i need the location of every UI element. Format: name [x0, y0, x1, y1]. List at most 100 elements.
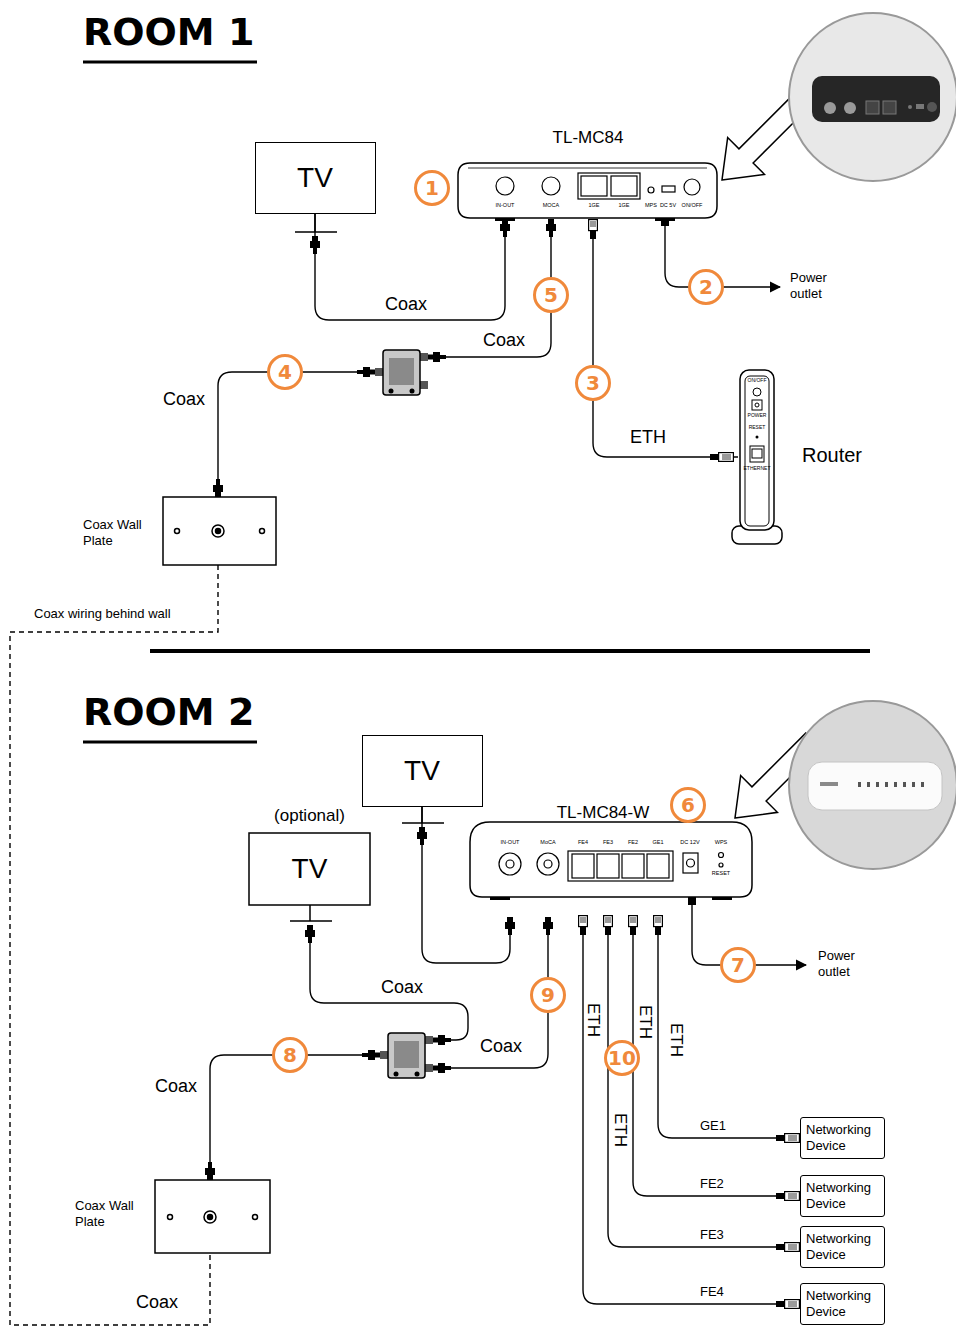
product-photo: [858, 782, 861, 787]
cable-plug: [776, 1134, 799, 1143]
edge-label: Coax wiring behind wall: [34, 606, 171, 622]
port-label: DC 12V: [677, 839, 703, 845]
cable-label: Coax: [155, 1076, 197, 1098]
room-divider: [150, 649, 870, 653]
moca-adapter-body: [684, 179, 700, 195]
heading-underline: [83, 62, 257, 742]
port-name: FE3: [700, 1227, 724, 1243]
coax-splitter: [420, 353, 428, 361]
power-cord: [665, 226, 780, 287]
callout-number: 8: [272, 1037, 308, 1073]
product-photo: [921, 782, 924, 787]
product-photo: [808, 762, 942, 810]
moca-adapter: TL-MC84IN-OUTMOCA1GE1GEMPSDC 5VON/OFF: [456, 126, 720, 235]
coax-splitter: [357, 350, 446, 395]
wall-plate: [260, 529, 265, 534]
network-device: Networking Device: [800, 1117, 885, 1159]
cable-plug: [776, 1300, 799, 1309]
router-body: [752, 449, 762, 458]
router-body: [745, 376, 769, 526]
wall-plate: [208, 1215, 213, 1220]
device-label: Networking Device: [806, 1122, 882, 1153]
product-photo: [927, 102, 937, 112]
callout-number: 7: [720, 947, 756, 983]
router-body: [752, 400, 762, 410]
port-label: WPS: [708, 839, 734, 845]
port-label: IN-OUT: [497, 839, 523, 845]
cable-label: Coax: [480, 1036, 522, 1058]
cable-plug: [579, 916, 588, 935]
moca-adapter-body: [499, 851, 724, 881]
cable-plug: [543, 917, 553, 935]
cable: [210, 237, 551, 1162]
cable-plug: [589, 220, 598, 239]
product-photo: [885, 782, 888, 787]
port-label: DC 5V: [655, 202, 681, 208]
device-name: TL-MC84-W: [538, 803, 668, 823]
port-name: GE1: [700, 1118, 726, 1134]
moca-adapter-body: [468, 168, 707, 169]
product-photo: [912, 782, 915, 787]
network-device: Networking Device: [800, 1283, 885, 1325]
moca-adapter-body: [496, 177, 514, 195]
router: RouterON/OFFPOWERRESETETHERNET: [738, 368, 868, 546]
product-photo: [876, 782, 879, 787]
cable-label: Coax: [163, 389, 205, 411]
moca-adapter-body: [506, 860, 514, 868]
moca-adapter: TL-MC84-WIN-OUTMoCAFE4FE3FE2GE1DC 12VWPS…: [468, 795, 753, 935]
ethernet-cable: [583, 935, 800, 1304]
room-heading: ROOM 2: [83, 690, 254, 736]
router-body: [753, 388, 761, 396]
network-device: Networking Device: [800, 1226, 885, 1268]
tv-stand: [249, 214, 444, 921]
coax-splitter: [415, 1072, 420, 1077]
moca-adapter-body: [611, 176, 637, 196]
coax-splitter: [389, 389, 394, 394]
edge-label: ETH: [668, 1023, 685, 1057]
cable-plug: [417, 827, 427, 845]
cable-label: Coax: [483, 330, 525, 352]
cable-plug: [546, 219, 556, 237]
coax-splitter: [388, 1033, 425, 1078]
room-heading: ROOM 1: [83, 10, 254, 56]
cable-plug: [654, 916, 663, 935]
moca-adapter-body: [458, 163, 717, 221]
wall-plate: [168, 1215, 173, 1220]
callout-number: 6: [670, 787, 706, 823]
moca-adapter-body: [712, 897, 732, 900]
moca-adapter-body: [499, 853, 521, 875]
coax-splitter: [428, 352, 446, 362]
moca-adapter-body: [687, 859, 695, 867]
edge-label: ETH: [612, 1113, 629, 1147]
device-label: Networking Device: [806, 1231, 882, 1262]
router-body: [755, 403, 759, 407]
router-body: [750, 446, 764, 462]
port-name: FE2: [700, 1176, 724, 1192]
product-photo: [883, 101, 896, 114]
moca-adapter-body: [544, 860, 552, 868]
cable-plug: [305, 925, 315, 943]
callout-number: 10: [604, 1040, 640, 1076]
cable-plug: [710, 453, 733, 462]
ethernet-cable: [608, 935, 800, 1247]
tv-stand: [290, 905, 332, 921]
port-label: IN-OUT: [492, 202, 518, 208]
tv-screen: (optional)TV: [249, 806, 370, 905]
coax-splitter: [433, 1035, 451, 1045]
moca-adapter-body: [542, 177, 560, 195]
tv-label: TV: [249, 833, 370, 905]
moca-adapter-body: [719, 863, 723, 867]
moca-adapter-body: [568, 851, 673, 881]
coax-splitter: [362, 1033, 451, 1078]
callout-number: 3: [575, 365, 611, 401]
cable-plug: [604, 916, 613, 935]
device-name: TL-MC84: [456, 128, 720, 148]
callout-number: 1: [414, 170, 450, 206]
coax-cable: [315, 214, 505, 320]
heading-underline: [83, 741, 257, 744]
tv-label: TV: [256, 143, 374, 212]
port-label: RESET: [740, 425, 774, 431]
tv-stand: [402, 807, 444, 823]
tv-label: TV: [363, 736, 481, 805]
tv-stand: [295, 214, 337, 232]
